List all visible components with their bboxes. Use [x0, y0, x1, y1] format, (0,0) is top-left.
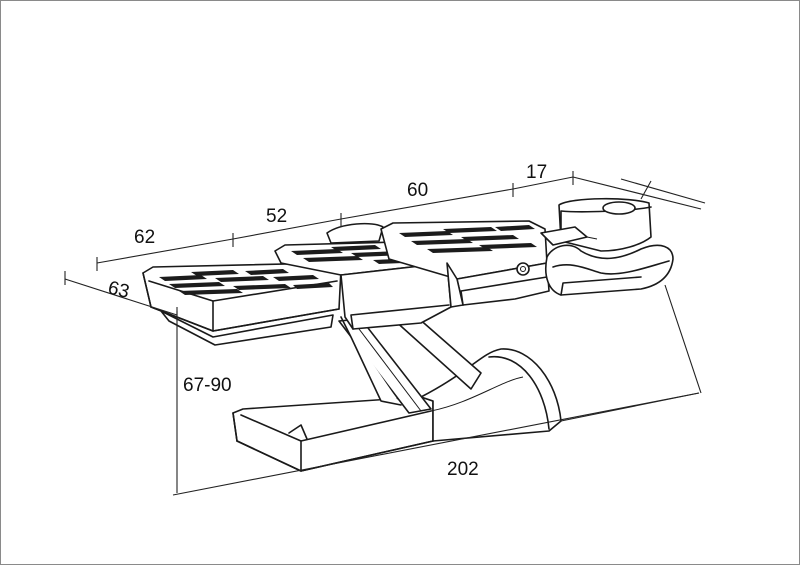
dim-label-height: 67-90	[183, 375, 232, 396]
dim-label-width: 63	[106, 277, 132, 302]
dim-label-back: 60	[407, 180, 428, 201]
back-section	[380, 220, 550, 308]
dimension-lines	[64, 171, 706, 496]
dim-label-leg: 62	[134, 227, 155, 248]
leg-section	[142, 262, 342, 346]
base	[232, 348, 562, 472]
dim-label-headrest: 17	[526, 162, 547, 183]
headrest	[540, 197, 674, 296]
dim-label-total-length: 202	[447, 459, 479, 480]
dim-label-seat: 52	[266, 206, 287, 227]
lift-mechanism	[338, 316, 482, 414]
